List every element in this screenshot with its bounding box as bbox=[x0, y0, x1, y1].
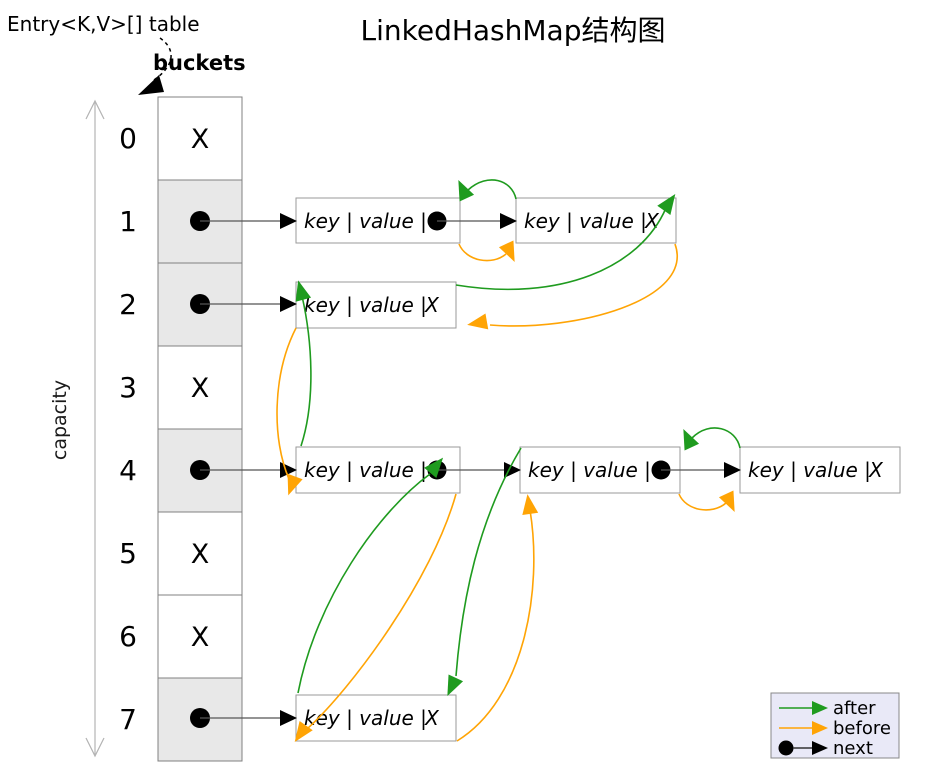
before-arrowhead-icon bbox=[294, 721, 313, 743]
after-arrowhead-icon bbox=[295, 280, 312, 302]
capacity-label: capacity bbox=[49, 380, 71, 460]
entry-text: key | value | bbox=[304, 458, 427, 482]
after-arrow-b4e3-to-b4e2 bbox=[691, 427, 741, 449]
bucket-index-7: 7 bbox=[119, 703, 137, 736]
legend-next-dot-icon bbox=[778, 740, 794, 756]
bucket-index-2: 2 bbox=[119, 288, 137, 321]
entry-text: key | value | bbox=[524, 209, 647, 233]
after-arrowhead-icon bbox=[683, 429, 700, 451]
legend-next-label: next bbox=[833, 738, 873, 759]
bucket-index-4: 4 bbox=[119, 454, 137, 487]
entry-bucket1-entry1: key | value | bbox=[295, 197, 461, 244]
legend-before-arrowhead-icon bbox=[812, 721, 828, 735]
next-arrowhead-icon bbox=[280, 710, 297, 726]
before-arrowhead-icon bbox=[287, 473, 303, 496]
after-arrowhead-icon bbox=[458, 180, 475, 202]
before-arrow-b1e2-to-b2e1 bbox=[489, 243, 678, 327]
bucket-index-6: 6 bbox=[119, 620, 137, 653]
entry-null-mark: X bbox=[868, 458, 884, 482]
entry-text: key | value | bbox=[748, 458, 871, 482]
before-arrow-b4e1-to-b7e1 bbox=[306, 493, 457, 730]
entry-text: key | value | bbox=[528, 458, 651, 482]
table-pointer-arrowhead-icon bbox=[138, 75, 164, 95]
after-arrow-b1e2-to-b1e1 bbox=[467, 179, 517, 200]
entry-box bbox=[295, 694, 457, 742]
after-arrow-b7e1-to-b4e1 bbox=[297, 473, 431, 694]
next-arrowhead-icon bbox=[280, 296, 297, 312]
entry-box bbox=[739, 446, 901, 494]
legend: after before next bbox=[770, 692, 900, 759]
before-arrow-b7e1-to-b4e2 bbox=[456, 509, 535, 742]
entry-bucket7-entry1: key | value | X bbox=[295, 694, 457, 742]
legend-after-arrowhead-icon bbox=[812, 701, 828, 715]
bucket-3-empty-mark: X bbox=[191, 373, 210, 404]
entry-null-mark: X bbox=[424, 706, 440, 730]
capacity-axis-bottom-arrow-icon bbox=[85, 737, 105, 758]
next-arrowhead-icon bbox=[504, 462, 521, 478]
entry-box bbox=[295, 281, 457, 329]
entry-text: key | value | bbox=[304, 706, 427, 730]
after-arrow-b4e1-to-b2e1 bbox=[300, 295, 312, 447]
bucket-array: 0 1 2 3 4 5 6 7 X X X X bbox=[119, 96, 243, 762]
entry-text: key | value | bbox=[304, 293, 427, 317]
entry-bucket4-entry2: key | value | bbox=[519, 446, 681, 494]
after-arrow-b4e2-to-b7e1 bbox=[455, 447, 522, 677]
entry-text: key | value | bbox=[304, 209, 427, 233]
bucket-index-5: 5 bbox=[119, 537, 137, 570]
bucket-0-empty-mark: X bbox=[191, 124, 210, 155]
before-arrowhead-icon bbox=[467, 313, 489, 330]
before-arrow-b4e2-to-b4e3 bbox=[678, 493, 727, 511]
after-arrow-b2e1-to-b1e2 bbox=[455, 207, 667, 291]
legend-before-label: before bbox=[833, 718, 891, 739]
table-pointer-dashed-arc bbox=[153, 37, 172, 81]
bucket-cell-3 bbox=[157, 345, 243, 430]
before-arrow-b2e1-to-b4e1 bbox=[276, 327, 297, 480]
bucket-5-empty-mark: X bbox=[191, 539, 210, 570]
before-arrowhead-icon bbox=[718, 490, 735, 512]
entry-bucket1-entry2: key | value | X bbox=[515, 197, 677, 244]
entry-null-mark: X bbox=[644, 209, 660, 233]
linked-list-arrows bbox=[276, 179, 741, 743]
bucket-cell-0 bbox=[157, 96, 243, 181]
next-arrowhead-icon bbox=[280, 213, 297, 229]
capacity-axis-top-arrow-icon bbox=[85, 99, 105, 120]
before-arrowhead-icon bbox=[522, 494, 539, 516]
legend-next-arrowhead-icon bbox=[812, 741, 828, 755]
next-arrows bbox=[200, 213, 741, 726]
bucket-index-1: 1 bbox=[119, 205, 137, 238]
after-arrowhead-icon bbox=[424, 457, 444, 479]
page-title: LinkedHashMap结构图 bbox=[361, 14, 666, 47]
buckets-label: buckets bbox=[153, 51, 246, 75]
bucket-cell-5 bbox=[157, 511, 243, 596]
entry-bucket4-entry3: key | value | X bbox=[739, 446, 901, 494]
before-arrowhead-icon bbox=[498, 240, 515, 262]
entry-null-mark: X bbox=[424, 293, 440, 317]
bucket-index-0: 0 bbox=[119, 122, 137, 155]
entry-bucket2-entry1: key | value | X bbox=[295, 281, 457, 329]
table-array-label: Entry<K,V>[] table bbox=[7, 12, 200, 36]
bucket-index-3: 3 bbox=[119, 371, 137, 404]
entry-nodes: key | value | key | value | X key | valu… bbox=[295, 197, 901, 742]
after-arrowhead-icon bbox=[447, 674, 464, 696]
legend-after-label: after bbox=[833, 698, 876, 719]
bucket-6-empty-mark: X bbox=[191, 622, 210, 653]
after-arrowhead-icon bbox=[657, 193, 676, 215]
next-arrowhead-icon bbox=[724, 462, 741, 478]
next-arrowhead-icon bbox=[500, 213, 517, 229]
before-arrow-b1e1-to-b1e2 bbox=[458, 243, 507, 262]
